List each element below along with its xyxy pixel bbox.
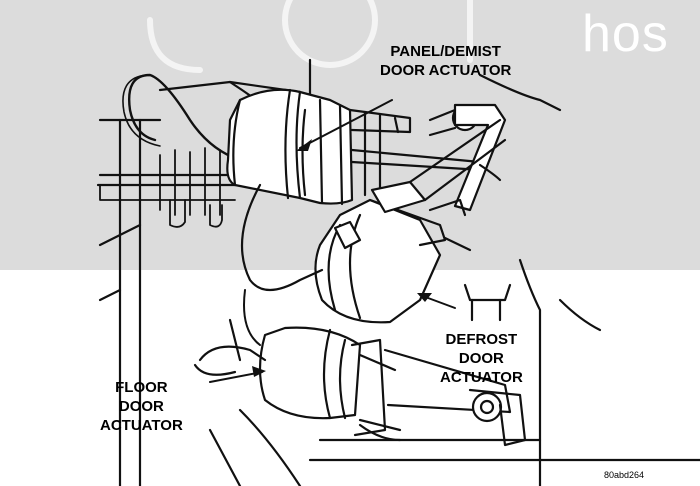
label-defrost: DEFROST DOOR ACTUATOR [440,331,523,386]
figure-code: 80abd264 [604,470,645,480]
vacuum-hose [128,73,242,162]
label-panel-demist: PANEL/DEMIST DOOR ACTUATOR [380,43,512,79]
panel-demist-actuator [226,88,484,206]
label-floor: FLOOR DOOR ACTUATOR [100,379,183,434]
defrost-actuator [314,118,507,324]
watermark-text: hos [582,5,669,63]
door-lever-bottom [463,283,527,447]
vacuum-hose-lower [240,183,324,292]
grille-bracket [99,147,236,228]
floor-door-actuator [193,326,512,442]
watermark-logo-shape [147,0,473,73]
